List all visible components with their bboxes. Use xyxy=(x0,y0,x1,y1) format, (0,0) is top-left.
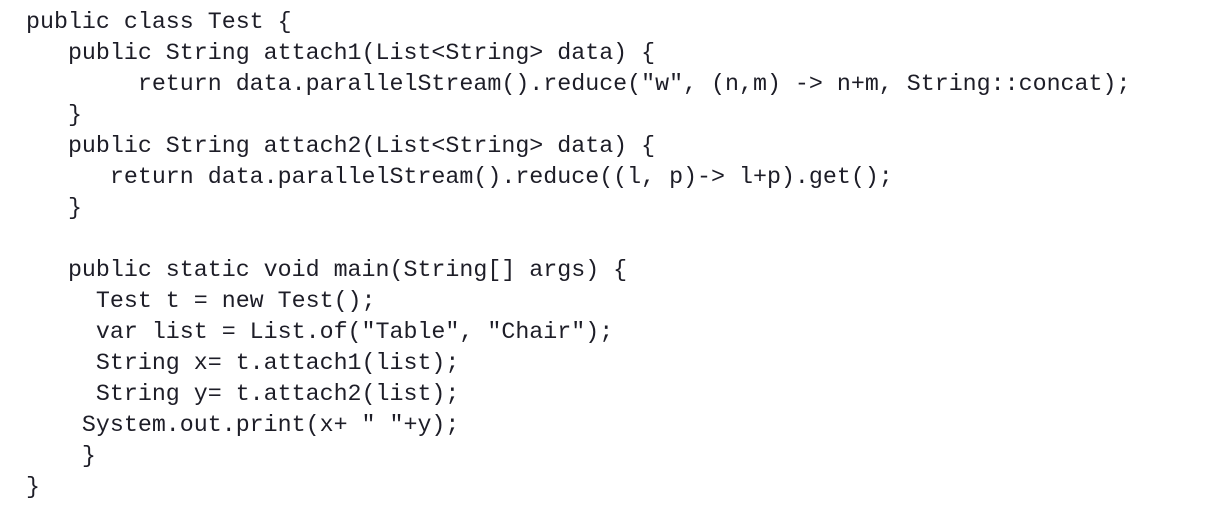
code-line-1: public class Test { xyxy=(26,9,292,35)
code-line-2: public String attach1(List<String> data)… xyxy=(26,40,656,66)
code-line-6: return data.parallelStream().reduce((l, … xyxy=(26,164,893,190)
code-line-5: public String attach2(List<String> data)… xyxy=(26,133,656,159)
code-listing: public class Test { public String attach… xyxy=(26,7,1206,503)
code-line-7: } xyxy=(26,195,82,221)
code-line-9: public static void main(String[] args) { xyxy=(26,257,628,283)
code-line-14: System.out.print(x+ " "+y); xyxy=(26,412,460,438)
code-line-11: var list = List.of("Table", "Chair"); xyxy=(26,319,614,345)
code-line-12: String x= t.attach1(list); xyxy=(26,350,460,376)
code-line-3: return data.parallelStream().reduce("w",… xyxy=(26,71,1131,97)
code-line-4: } xyxy=(26,102,82,128)
code-line-16: } xyxy=(26,474,40,500)
code-line-13: String y= t.attach2(list); xyxy=(26,381,460,407)
code-line-15: } xyxy=(26,443,96,469)
code-line-10: Test t = new Test(); xyxy=(26,288,376,314)
code-line-8 xyxy=(26,224,1206,255)
